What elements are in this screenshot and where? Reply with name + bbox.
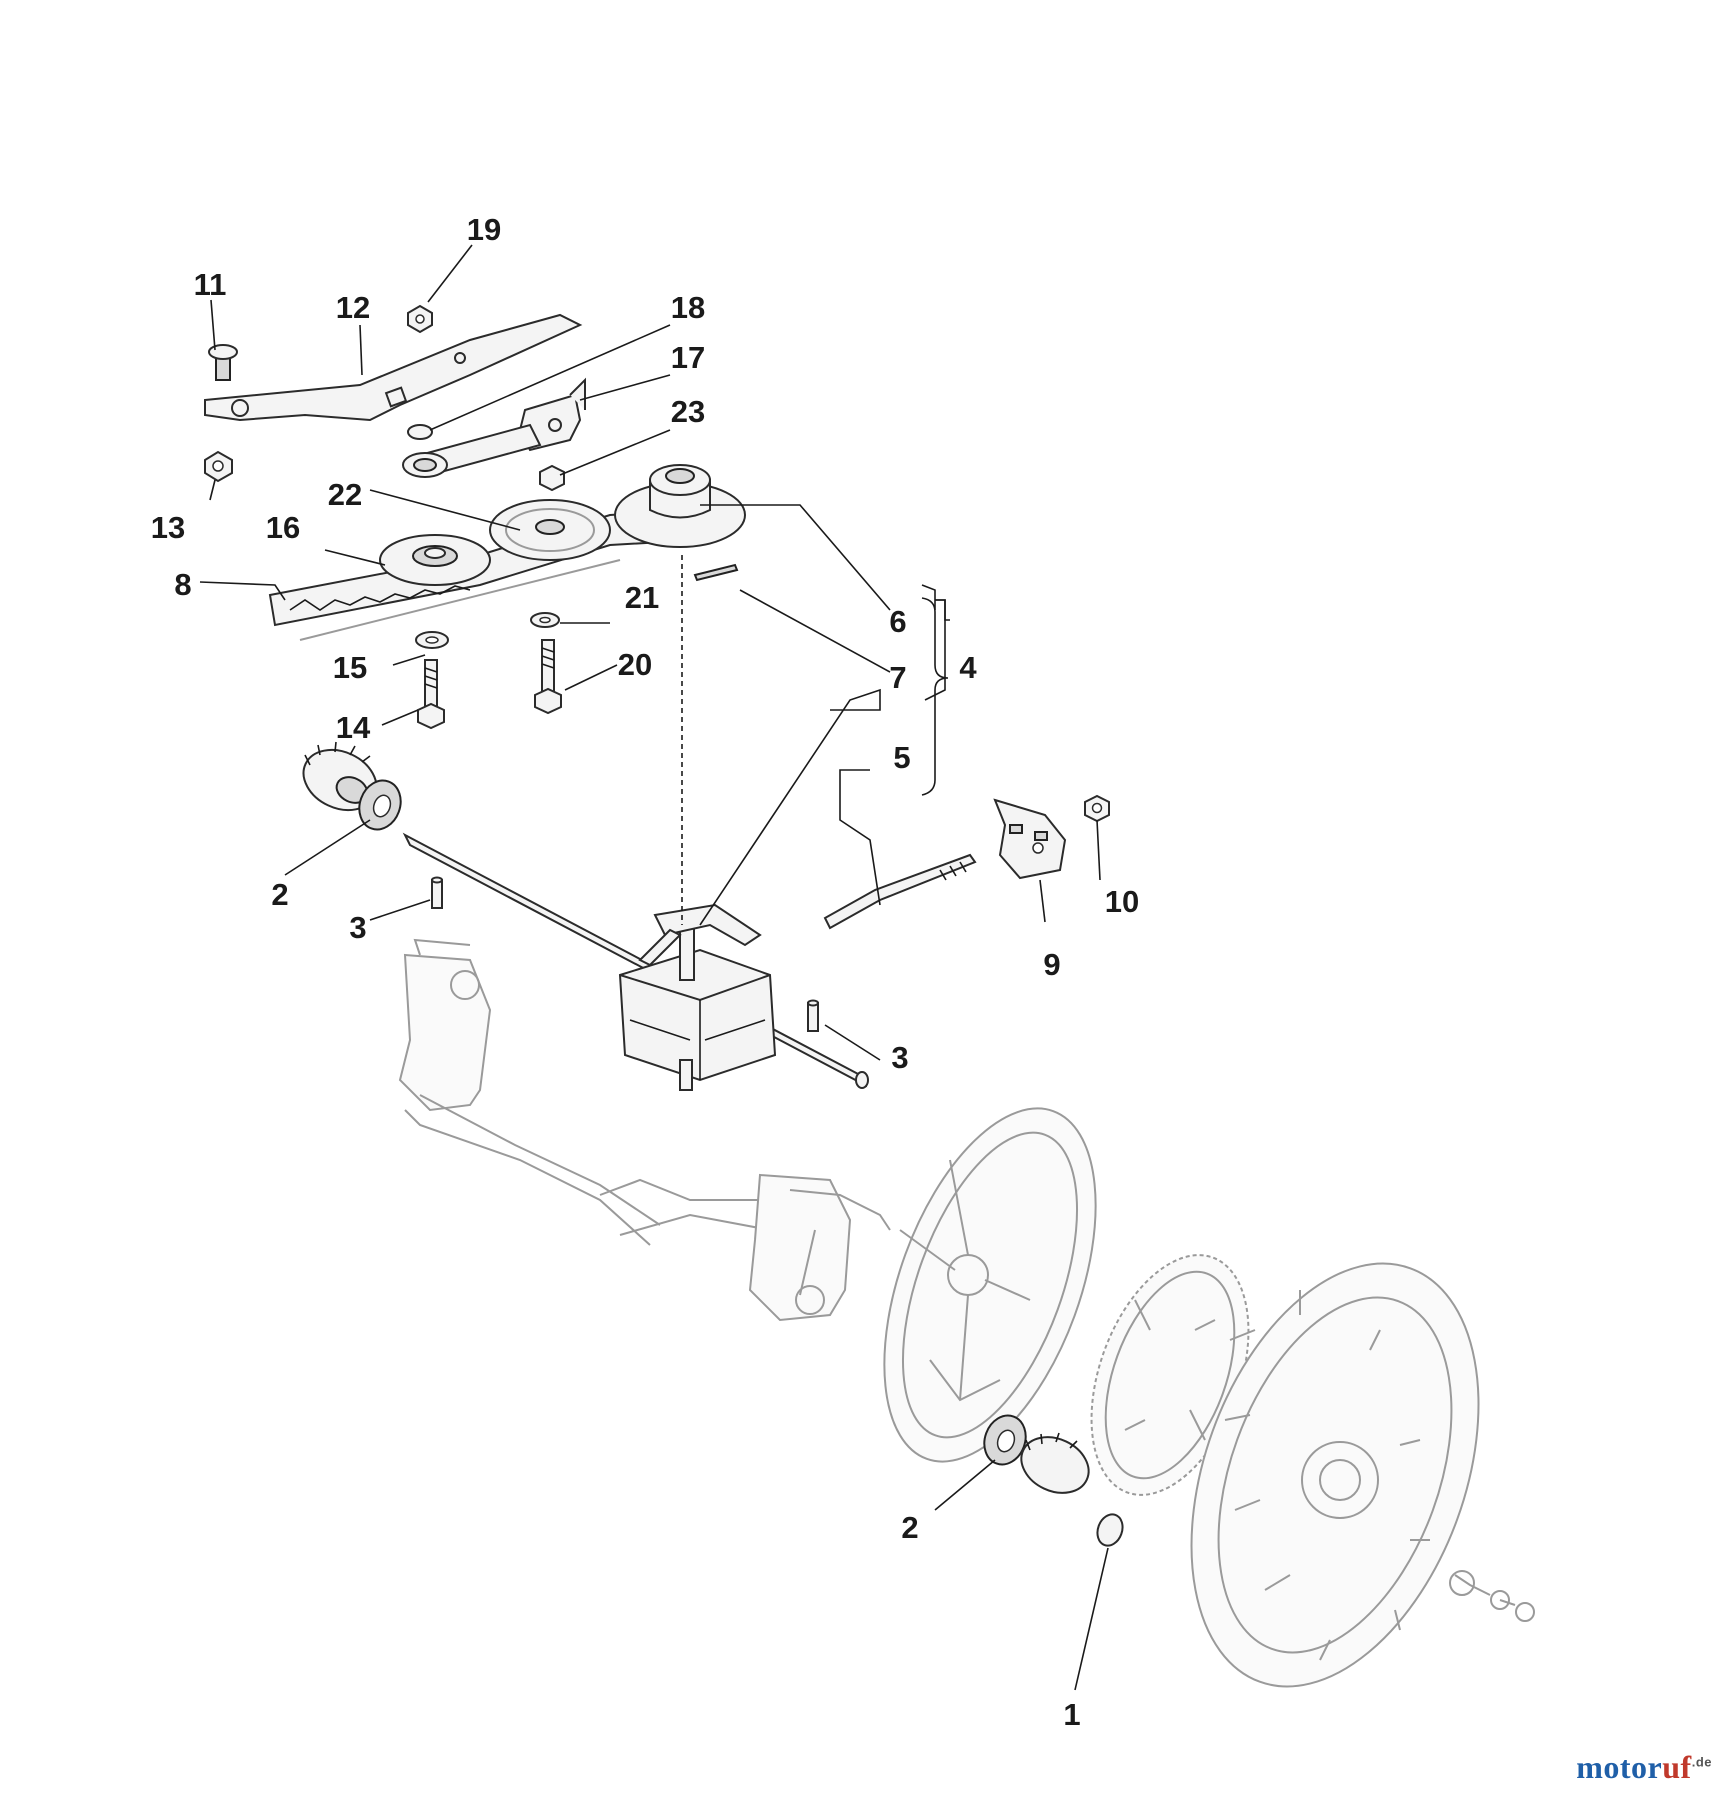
shift-rod-5 (823, 853, 977, 930)
bolt-20 (534, 639, 562, 715)
callout-19: 19 (467, 212, 501, 247)
bearing-2a (358, 779, 402, 831)
pulley-22 (489, 499, 611, 561)
callout-14: 14 (336, 710, 371, 745)
callout-21: 21 (625, 580, 659, 615)
callout-5: 5 (893, 740, 910, 775)
pin-3b (807, 999, 819, 1032)
washer-18 (407, 424, 433, 440)
callout-23: 23 (671, 394, 705, 429)
idler-arm (402, 423, 542, 478)
watermark-brand-accent: uf (1662, 1749, 1692, 1785)
callout-1: 1 (1063, 1697, 1080, 1732)
callout-6: 6 (889, 604, 906, 639)
pin-3a (431, 876, 443, 909)
rear-axle-chassis-ghost (398, 938, 891, 1322)
callout-7: 7 (889, 660, 906, 695)
callout-17: 17 (671, 340, 705, 375)
bolt-14 (417, 659, 445, 730)
nut-10 (1084, 794, 1110, 823)
callout-15: 15 (333, 650, 367, 685)
nut-19 (407, 304, 433, 334)
callout-18: 18 (671, 290, 705, 325)
callout-4: 4 (959, 650, 977, 685)
bearing-2b (983, 1414, 1027, 1466)
watermark-domain-suffix: .de (1691, 1754, 1712, 1770)
group-4-brace (921, 597, 949, 796)
shift-plate-9 (993, 798, 1067, 880)
callout-13: 13 (151, 510, 185, 545)
pinion-gear (302, 741, 378, 812)
wheel-pinion (1020, 1432, 1090, 1494)
nut-23 (539, 464, 565, 492)
callout-3a: 3 (349, 910, 366, 945)
callout-labels: 19 11 12 18 17 23 13 22 16 8 6 21 4 7 15… (151, 212, 1139, 1732)
callout-12: 12 (336, 290, 370, 325)
drive-pulley-6 (614, 464, 746, 548)
callout-22: 22 (328, 477, 362, 512)
gearbox (618, 903, 777, 1091)
tension-bracket (204, 313, 583, 422)
leader-lines (199, 244, 1109, 1691)
wheel-housing-ghost (883, 1107, 1097, 1463)
watermark-brand-primary: motor (1576, 1749, 1663, 1785)
washer-15 (415, 631, 449, 649)
key-7 (693, 563, 739, 582)
circlip-1 (1096, 1513, 1124, 1547)
callout-2b: 2 (901, 1510, 918, 1545)
washer-21 (530, 612, 560, 628)
motoruf-watermark: motoruf.de (1576, 1749, 1712, 1786)
wheel-ghost (1190, 1262, 1535, 1688)
callout-3b: 3 (891, 1040, 908, 1075)
callout-20: 20 (618, 647, 652, 682)
callout-11: 11 (194, 267, 227, 302)
callout-2a: 2 (271, 877, 288, 912)
screw-11 (208, 344, 238, 381)
nut-13 (204, 450, 233, 483)
callout-8: 8 (174, 567, 191, 602)
pulley-16 (379, 534, 491, 586)
callout-10: 10 (1105, 884, 1139, 919)
callout-16: 16 (266, 510, 300, 545)
callout-9: 9 (1043, 947, 1060, 982)
